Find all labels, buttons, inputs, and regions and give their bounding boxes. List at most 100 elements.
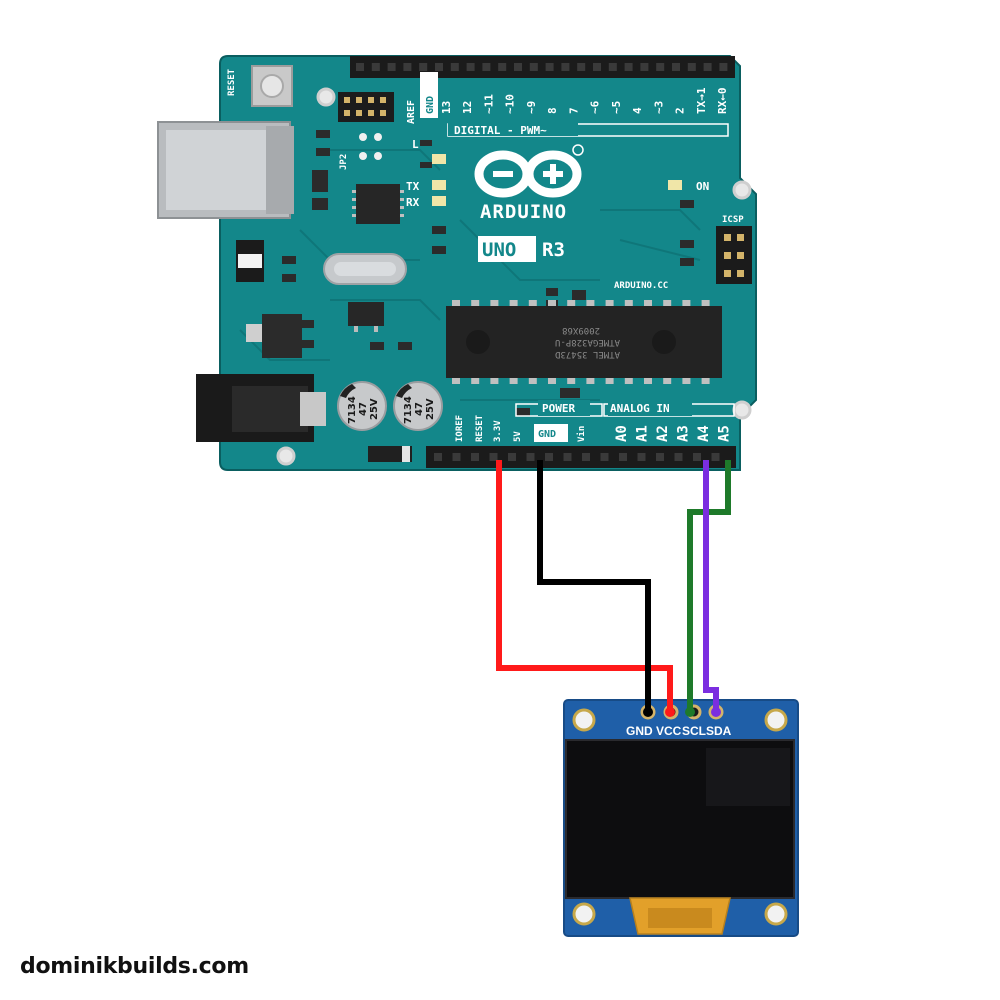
model-label-box [478,236,536,262]
analog-pin-label: A3 [676,425,692,442]
analog-pin-label: A0 [614,425,630,442]
led-rx-label: RX [406,196,420,209]
header-socket [419,63,428,71]
header-socket [545,453,553,461]
polyfuse [236,240,264,282]
dc-power-jack [196,374,326,442]
header-socket [640,63,649,71]
oled-display-module: GND VCC SCL SDA [563,699,799,937]
power-pin-label: GND [538,429,556,440]
header-socket [563,453,572,461]
oled-pin-label-vcc: VCC [656,724,682,738]
header-socket [471,453,479,461]
oled-pin-label-gnd: GND [626,724,653,738]
chip-pin [471,300,480,306]
chip-pin [509,300,518,306]
chip-pin [663,378,672,384]
wire-a4-to-sda [703,460,719,712]
analog-pin-label: A1 [635,425,651,442]
atmega-chip: ATMEL 35473D ATMEGA328P-U 2009X68 [446,300,722,384]
digital-pin-label: 2 [674,107,687,114]
header-socket [434,453,442,461]
power-pin-label: 3.3V [493,420,503,442]
header-socket [719,63,728,71]
gnd-top-label: GND [425,96,436,114]
aref-label: AREF [406,100,417,124]
chip-pin [644,300,652,306]
jp2-silk-label: JP2 [339,154,349,170]
oled-screen-panel [706,748,790,806]
cap2-line-3: 25V [425,398,436,420]
oled-mount-hole-tl [572,708,596,732]
diode [368,446,412,462]
chip-pin [567,300,576,306]
chip-pin [624,378,633,384]
power-pin-label: RESET [475,414,485,442]
digital-pin-label: ~9 [525,101,538,114]
power-pin-label: Vin [576,426,587,442]
chip-pin [471,378,480,384]
header-socket [545,63,554,71]
mount-hole-top-right [732,180,752,200]
chip-pin [490,378,499,384]
chip-pin [682,300,691,306]
chip-text-line-2: ATMEGA328P-U [555,337,620,347]
header-socket [687,63,696,71]
header-socket [672,63,680,71]
cap1-line-1: 7134 [347,396,358,424]
gnd-label-box [534,424,568,442]
chip-pin [682,378,691,384]
chip-text-line-1: ATMEL 35473D [555,349,620,359]
header-socket [593,63,601,71]
mount-hole-bottom-right [732,400,752,420]
digital-pin-label: 13 [440,101,453,114]
header-socket [529,63,538,71]
digital-pin-label: TX→1 [695,87,708,114]
reset-silk-label: RESET [227,68,237,96]
header-socket [674,453,683,461]
electrolytic-capacitor-2: 7134 47 25V [393,381,443,431]
header-socket [371,63,380,71]
header-socket [435,63,443,71]
header-socket [561,63,570,71]
website-label: ARDUINO.CC [614,281,668,291]
arduino-logo [474,144,584,198]
test-pads [359,133,382,160]
chip-pin [452,300,460,306]
cap2-line-2: 47 [414,402,425,416]
chip-pin [624,300,633,306]
header-socket [403,63,412,71]
revision-label: R3 [542,239,565,261]
header-socket [608,63,617,71]
wire-gnd-to-gnd [537,460,651,712]
digital-header [350,56,735,78]
wires [496,460,731,712]
chip-pin [586,300,595,306]
digital-pin-label: ~5 [610,101,623,114]
digital-pin-label: ~11 [482,94,495,114]
analog-header-label: ANALOG IN [610,402,670,415]
chip-pin [605,378,614,384]
cap1-line-3: 25V [369,398,380,420]
chip-pin [528,378,537,384]
digital-pin-label: ~6 [589,100,602,114]
header-socket [482,63,491,71]
header-socket [600,453,609,461]
header-socket [619,453,627,461]
analog-pin-label: A5 [717,425,733,442]
arduino-uno-board: RESET JP2 [157,55,757,471]
mount-hole-top-left [316,87,336,107]
header-socket [356,63,364,71]
header-socket [498,63,507,71]
usb-controller-chip [352,184,404,224]
led-on-label: ON [696,180,709,193]
oled-pin-label-sda: SDA [706,724,732,738]
header-socket [693,453,701,461]
digital-pin-label: 7 [567,107,580,114]
digital-header-label: DIGITAL - PWM~ [454,124,547,137]
header-socket [466,63,475,71]
reset-button[interactable] [251,65,293,107]
analog-pin-label: A2 [655,425,671,442]
